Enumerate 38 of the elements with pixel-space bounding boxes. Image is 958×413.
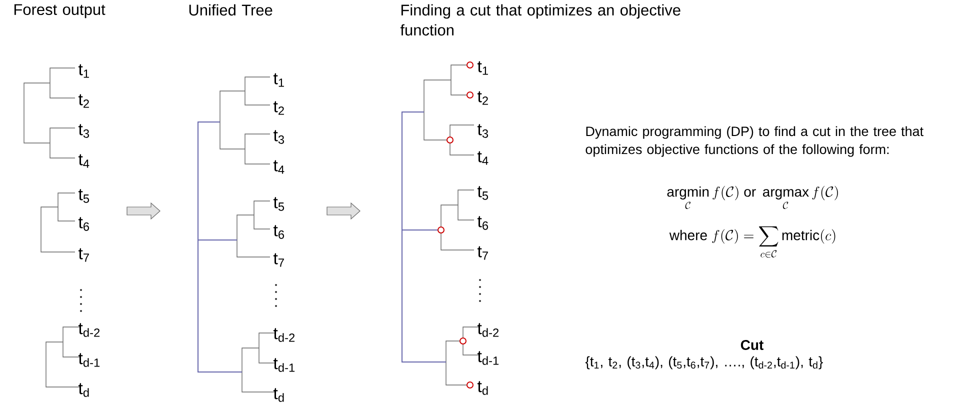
leaf-label: t$_{d-1}$	[273, 358, 295, 372]
leaf-label: t$_{5}$	[273, 197, 284, 211]
leaf-label: t$_{d-2}$	[78, 323, 100, 337]
leaf-label: t$_{4}$	[78, 154, 90, 168]
leaf-label: t$_{7}$	[477, 246, 488, 260]
section-heading: Cut	[740, 340, 764, 350]
leaf-label: t$_{d}$	[78, 383, 89, 397]
cut-set-text: {t$_{1}$, t$_{2}$, (t$_{3}$,t$_{4}$), (t$_{5}$,t$_{6}$,t$_{7}$), …., (t$_{d-2}$,t$_{d-1}$), t$_{d}$}	[585, 356, 823, 370]
leaf-label: t$_{1}$	[78, 64, 89, 78]
leaf-label: t$_{d-2}$	[477, 323, 499, 337]
leaf-label: t$_{6}$	[78, 217, 90, 231]
leaf-label: t$_{d}$	[477, 381, 488, 395]
leaf-label: t$_{5}$	[78, 189, 90, 203]
leaf-label: t$_{7}$	[273, 253, 284, 267]
leaf-label: t$_{2}$	[477, 91, 488, 105]
leaf-label: t$_{6}$	[273, 225, 284, 239]
leaf-label: t$_{3}$	[78, 124, 90, 138]
leaf-label: t$_{1}$	[477, 61, 488, 75]
leaf-label: t$_{6}$	[477, 216, 488, 230]
leaf-label: t$_{3}$	[477, 124, 488, 138]
column-heading: Forest output	[14, 4, 106, 18]
formula: $\operatorname*{argmin}_{\mathcal{C}} f(\mathcal{C}) \text{ or } \operatorname*{argmax}_{\mathcal{C}} f(\mathcal{C})$	[667, 186, 838, 209]
leaf-label: t$_{2}$	[78, 94, 89, 108]
description-text: Dynamic programming (DP) to find a cut in the tree that optimizes objective functions of the following form:	[586, 126, 924, 157]
leaf-label: t$_{1}$	[273, 73, 284, 87]
leaf-label: t$_{7}$	[78, 248, 89, 262]
leaf-label: t$_{d-2}$	[273, 328, 295, 342]
leaf-label: t$_{d}$	[273, 388, 284, 402]
column-heading: Unified Tree	[189, 4, 272, 16]
column-heading: Finding a cut that optimizes an objective function	[400, 4, 680, 36]
formula: $\text{where } f(\mathcal{C}) = \sum_{c \in \mathcal{C}} \mathrm{metric}(c)$	[669, 226, 836, 258]
leaf-label: t$_{d-1}$	[477, 351, 499, 365]
leaf-label: t$_{d-1}$	[78, 353, 100, 367]
leaf-label: t$_{4}$	[477, 151, 488, 165]
leaf-label: t$_{3}$	[273, 130, 284, 144]
leaf-label: t$_{2}$	[273, 101, 284, 115]
leaf-label: t$_{5}$	[477, 186, 488, 200]
leaf-label: t$_{4}$	[273, 160, 284, 174]
